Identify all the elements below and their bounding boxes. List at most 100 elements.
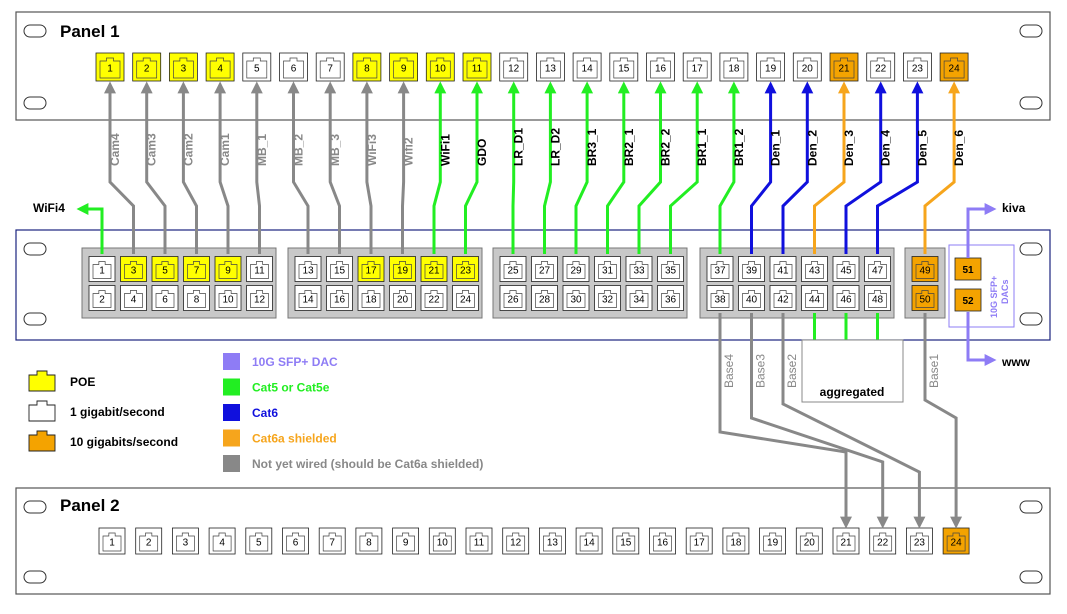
cable-den-1	[750, 81, 777, 254]
panel-1-mount-hole-br	[1019, 96, 1043, 110]
switch-port-8-number: 8	[194, 295, 200, 306]
panel2-port-23-number: 23	[914, 538, 926, 549]
switch-port-36: 36	[657, 285, 684, 311]
cable-cam1	[214, 81, 230, 254]
switch-port-45: 45	[832, 256, 860, 282]
panel-1-title: Panel 1	[60, 22, 120, 41]
panel1-port-3: 3	[168, 52, 198, 82]
switch-port-17-number: 17	[365, 266, 377, 277]
switch-port-47: 47	[864, 256, 891, 282]
switch-port-41: 41	[769, 256, 797, 282]
switch-port-26: 26	[499, 285, 527, 311]
switch-port-37-number: 37	[714, 266, 726, 277]
switch-port-30: 30	[562, 285, 590, 311]
cable-label-br3-1: BR3_1	[585, 128, 599, 166]
switch-port-22-number: 22	[428, 295, 440, 306]
cable-legend-text-purple: 10G SFP+ DAC	[252, 355, 338, 369]
cable-br1-2	[718, 81, 740, 254]
cable-runs	[76, 81, 997, 529]
panel1-port-22: 22	[866, 52, 896, 82]
panel1-port-11: 11	[462, 52, 492, 82]
panel1-port-14-number: 14	[582, 64, 594, 75]
cable-label-den-5: Den_5	[915, 130, 929, 166]
switch-port-44: 44	[801, 285, 828, 311]
switch-port-6: 6	[151, 285, 179, 311]
sfp-label-line-2: DACs	[1000, 279, 1010, 304]
panel1-port-15-number: 15	[618, 64, 630, 75]
panel1-port-19: 19	[756, 52, 785, 82]
switch-port-2-number: 2	[99, 295, 105, 306]
panel1-port-5: 5	[242, 52, 272, 82]
panel2-port-8: 8	[355, 527, 383, 555]
panel2-port-14: 14	[575, 527, 603, 555]
switch-port-31-number: 31	[602, 266, 614, 277]
panel1-port-11-number: 11	[472, 64, 483, 75]
cable-legend-text-orange: Cat6a shielded	[252, 432, 337, 446]
panel1-port-10-number: 10	[435, 64, 447, 75]
switch-mount-hole-tr	[1019, 242, 1043, 256]
switch-port-10-number: 10	[222, 295, 234, 306]
cable-legend-text-blue: Cat6	[252, 406, 278, 420]
cable-cam4	[104, 81, 135, 254]
panel2-port-15: 15	[612, 527, 640, 555]
panel1-port-17: 17	[682, 52, 712, 82]
switch-port-27-number: 27	[539, 266, 551, 277]
switch-port-42: 42	[769, 285, 797, 311]
panel2-port-3: 3	[171, 527, 199, 555]
legend-text-poe: POE	[70, 375, 95, 389]
switch-port-7: 7	[183, 256, 210, 282]
panel2-port-19-number: 19	[767, 538, 779, 549]
cable-label-br2-1: BR2_1	[622, 128, 636, 166]
cable-cam3	[140, 81, 167, 254]
cable-den-6	[923, 81, 961, 254]
panel1-port-21: 21	[829, 52, 859, 82]
panel1-port-12: 12	[499, 52, 529, 82]
cable-label-br1-2: BR1_2	[732, 128, 746, 166]
cable-den-4	[844, 81, 887, 254]
sfp-port-51-number: 51	[962, 265, 974, 276]
cable-cam2	[177, 81, 198, 254]
cable-legend-item-blue: Cat6	[223, 404, 278, 421]
panel2-port-6: 6	[282, 527, 309, 555]
panel1-port-24: 24	[939, 52, 969, 82]
panel2-port-17: 17	[685, 527, 713, 555]
switch-port-48-number: 48	[872, 295, 884, 306]
cable-label-mb-3: MB_3	[328, 134, 342, 166]
panel2-port-9-number: 9	[403, 538, 409, 549]
switch-port-32-number: 32	[602, 295, 614, 306]
cable-br2-1	[606, 81, 630, 254]
panel1-port-24-number: 24	[949, 64, 961, 75]
switch-port-44-number: 44	[809, 295, 821, 306]
cable-mb-1	[250, 81, 263, 254]
panel1-port-19-number: 19	[765, 64, 777, 75]
panel2-port-2: 2	[135, 527, 163, 555]
cable-label-br2-2: BR2_2	[659, 128, 673, 166]
cable-base1	[923, 313, 963, 529]
switch-port-23: 23	[452, 256, 479, 282]
switch-port-38: 38	[706, 285, 734, 311]
panel2-port-21-number: 21	[840, 538, 852, 549]
panel2-port-12: 12	[502, 527, 530, 555]
panel2-port-6-number: 6	[293, 538, 299, 549]
panel1-port-15: 15	[609, 52, 639, 82]
switch-port-5-number: 5	[162, 266, 168, 277]
switch-port-40: 40	[738, 285, 765, 311]
panel-2-mount-hole-tr	[1019, 500, 1043, 514]
panel2-port-15-number: 15	[620, 538, 632, 549]
switch-port-33-number: 33	[633, 266, 645, 277]
cable-label-den-1: Den_1	[769, 130, 783, 166]
panel-1-mount-hole-tl	[23, 24, 47, 38]
cable-legend-swatch-blue	[223, 404, 240, 421]
switch-port-50: 50	[911, 285, 939, 311]
panel2-port-24: 24	[942, 527, 970, 555]
switch-port-16-number: 16	[334, 295, 346, 306]
panel2-port-12-number: 12	[510, 538, 522, 549]
cable-label-wifi2: Wifi2	[402, 137, 416, 166]
switch-port-24: 24	[452, 285, 479, 311]
panel2-port-22-number: 22	[877, 538, 889, 549]
switch-port-35-number: 35	[665, 266, 677, 277]
switch-port-35: 35	[657, 256, 684, 282]
panel1-port-20: 20	[792, 52, 822, 82]
switch-port-4: 4	[120, 285, 147, 311]
